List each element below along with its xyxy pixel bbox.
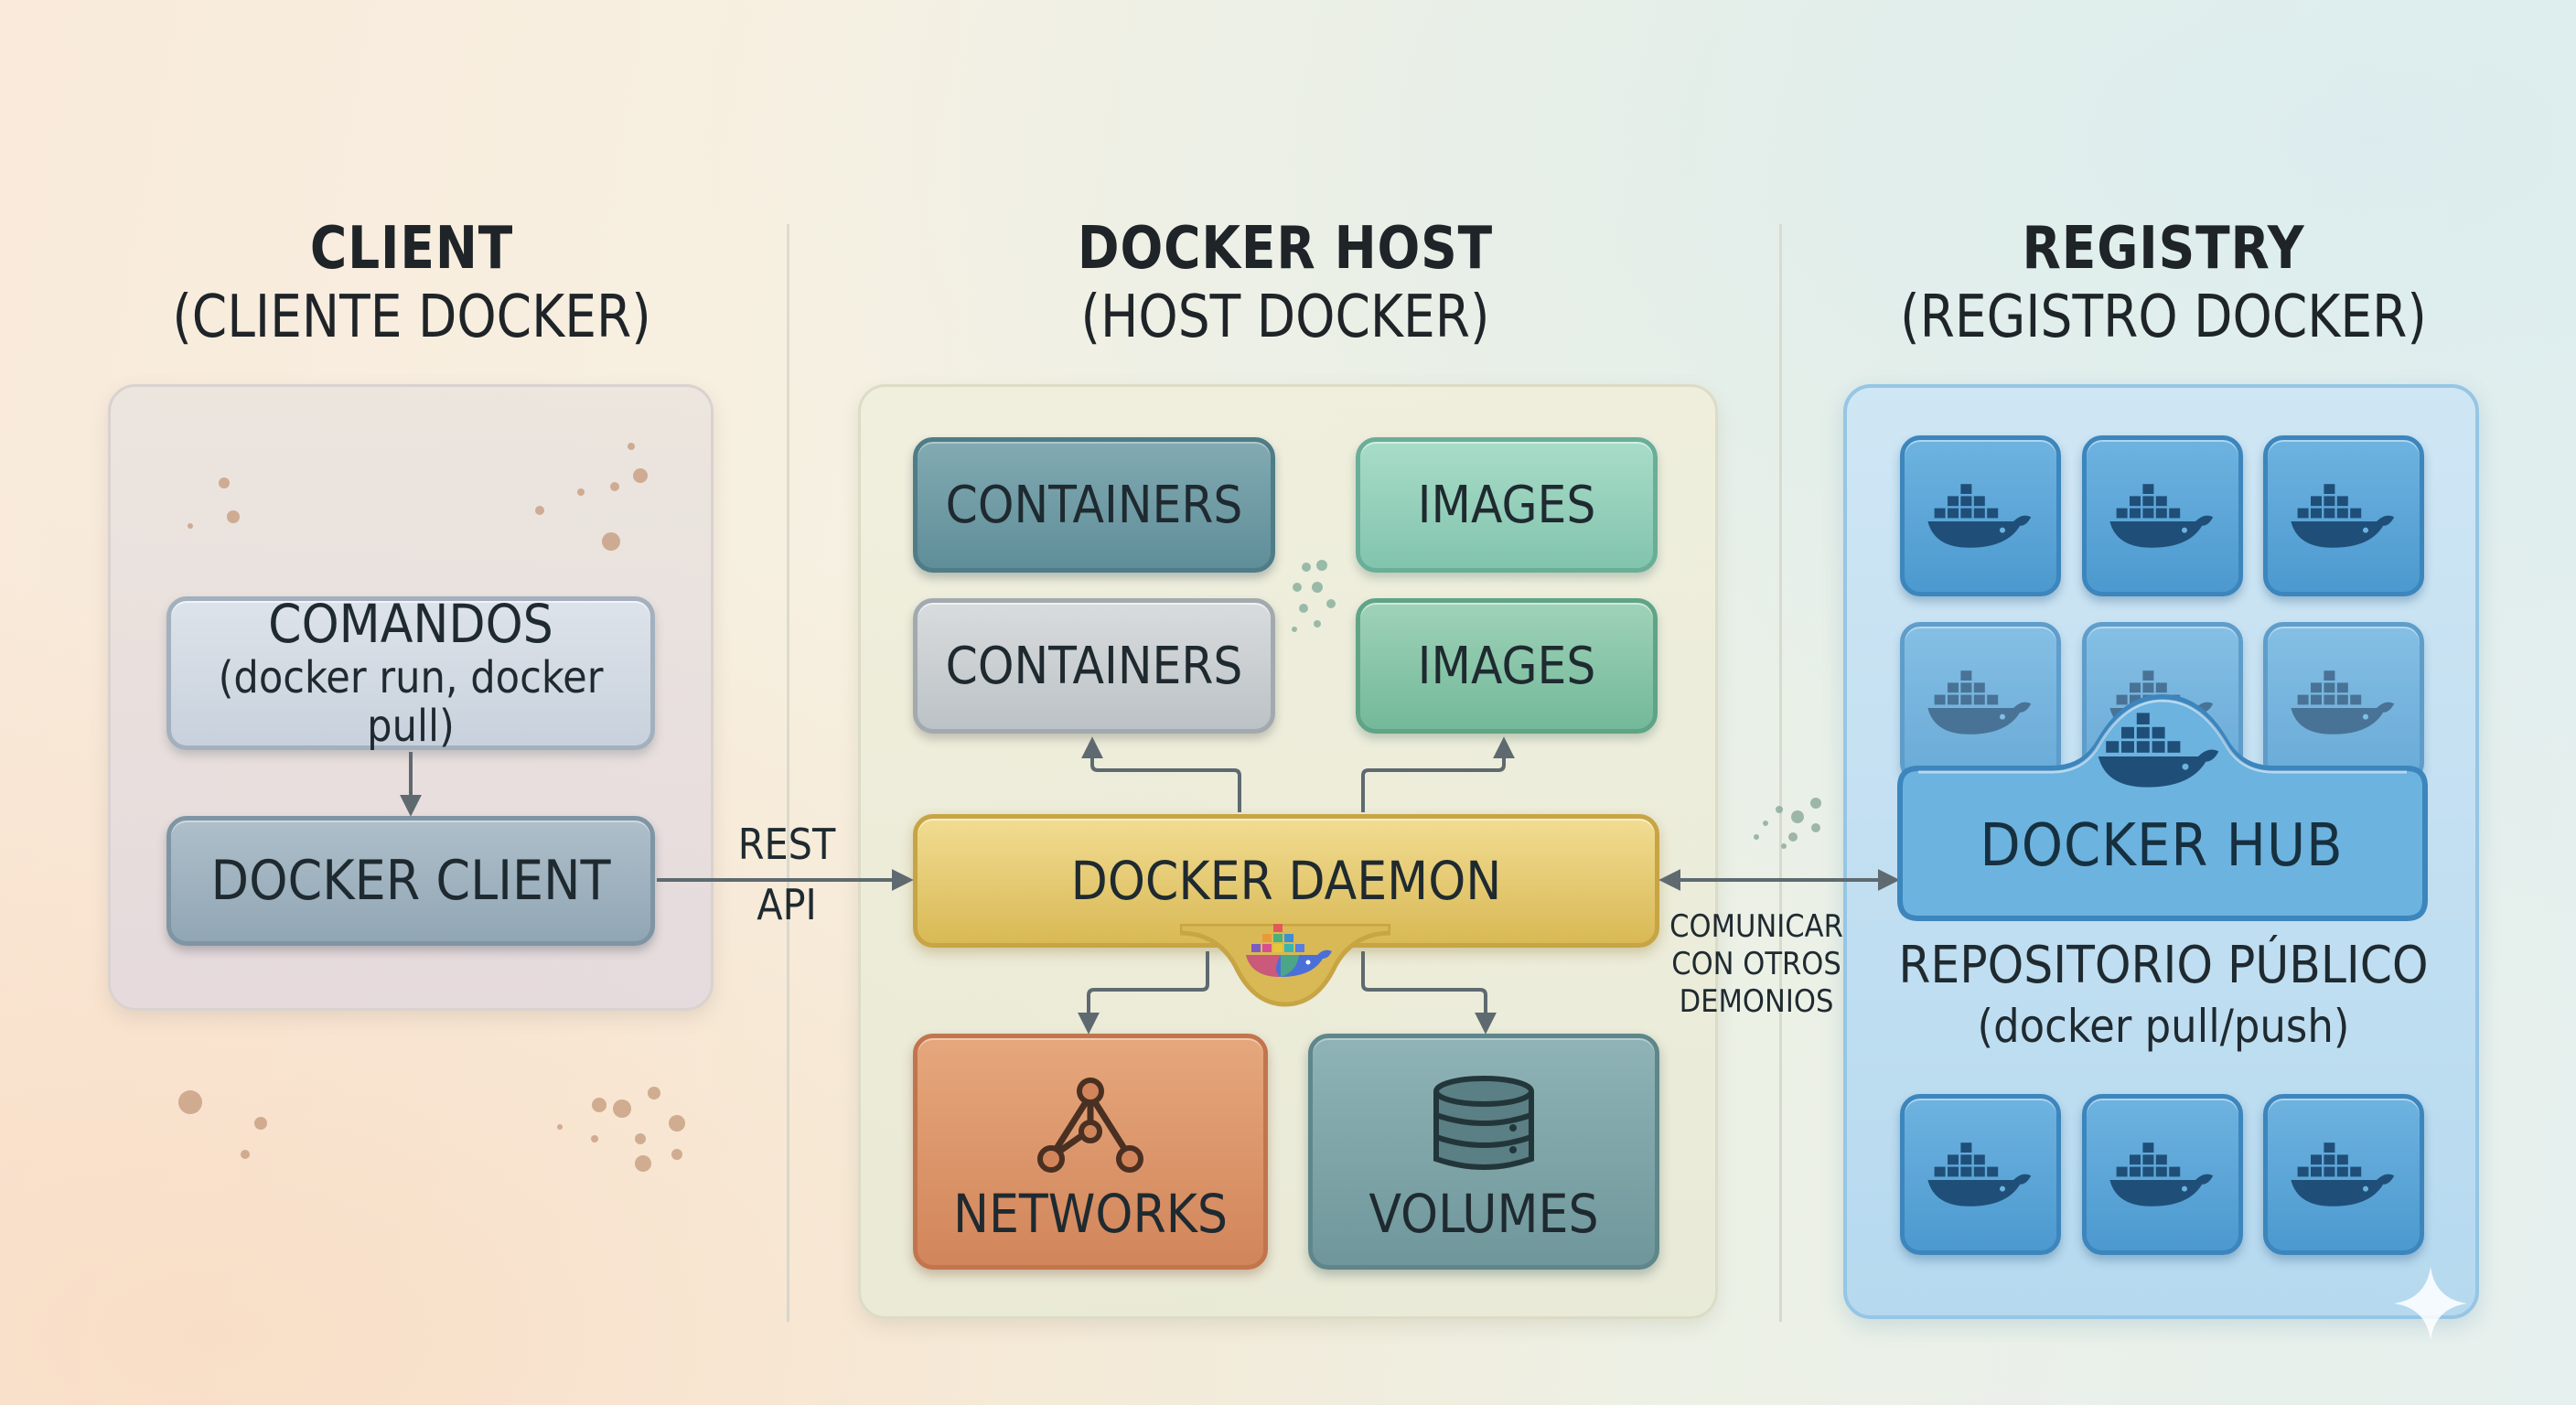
pull-push-label: (docker pull/push) [1977,1000,2350,1053]
communicate-line-1: COMUNICAR [1669,908,1843,945]
rest-label: REST [737,820,836,869]
registry-image-tile[interactable] [2082,435,2243,596]
registry-image-tile[interactable] [2263,1094,2424,1255]
client-title: CLIENT [309,215,514,283]
registry-image-tile[interactable] [1900,435,2061,596]
commands-detail: (docker run, docker pull) [218,652,604,752]
host-title: DOCKER HOST [1077,215,1494,283]
docker-whale-icon [2291,1142,2395,1207]
api-label: API [757,880,817,929]
docker-whale-icon [1927,670,2032,735]
docker-hub-box[interactable] [1896,677,2429,922]
network-graph-icon [1037,1078,1143,1173]
communicate-line-2: CON OTROS [1671,946,1841,982]
database-icon [1433,1076,1534,1170]
docker-client-box[interactable]: DOCKER CLIENT [166,816,655,946]
containers-label-secondary: CONTAINERS [945,636,1243,696]
communicate-daemons-label: COMUNICAR CON OTROS DEMONIOS [1656,908,1857,1021]
docker-whale-icon [2109,1142,2214,1207]
registry-title: REGISTRY [2022,215,2305,283]
containers-box-primary[interactable]: CONTAINERS [913,437,1275,573]
registry-image-tile[interactable] [2082,1094,2243,1255]
containers-label-primary: CONTAINERS [945,475,1243,535]
registry-image-tile[interactable] [2263,622,2424,783]
networks-box[interactable]: NETWORKS [913,1034,1268,1270]
images-label-primary: IMAGES [1417,475,1596,535]
registry-subtitle: (REGISTRO DOCKER) [1900,284,2427,351]
volumes-box[interactable]: VOLUMES [1308,1034,1659,1270]
docker-whale-icon [2109,484,2214,548]
commands-title: COMANDOS [268,593,553,656]
divider-right [1779,224,1782,1322]
docker-whale-icon [2291,484,2395,548]
docker-hub-label: DOCKER HUB [1980,812,2344,880]
commands-box[interactable]: COMANDOS (docker run, docker pull) [166,593,655,752]
host-subtitle: (HOST DOCKER) [1080,284,1490,351]
images-box-secondary[interactable]: IMAGES [1356,598,1658,734]
docker-whale-color-icon [1246,924,1332,977]
docker-daemon-label: DOCKER DAEMON [1070,850,1502,912]
registry-image-tile[interactable] [1900,622,2061,783]
public-repo-label: REPOSITORIO PÚBLICO [1898,936,2429,995]
images-box-primary[interactable]: IMAGES [1356,437,1658,573]
rest-api-label: REST API [723,814,851,935]
registry-image-tile[interactable] [2263,435,2424,596]
networks-label: NETWORKS [952,1183,1229,1245]
docker-whale-icon [2291,670,2395,735]
registry-image-tile[interactable] [1900,1094,2061,1255]
docker-whale-icon [1927,1142,2032,1207]
docker-client-label: DOCKER CLIENT [210,849,611,913]
client-subtitle: (CLIENTE DOCKER) [172,284,651,351]
docker-whale-icon [1927,484,2032,548]
images-label-secondary: IMAGES [1417,636,1596,696]
volumes-label: VOLUMES [1368,1183,1599,1245]
containers-box-secondary[interactable]: CONTAINERS [913,598,1275,734]
communicate-line-3: DEMONIOS [1679,983,1834,1020]
sparkle-icon [2394,1267,2467,1340]
docker-hub-whale-icon [2098,713,2219,788]
divider-left [787,224,789,1322]
